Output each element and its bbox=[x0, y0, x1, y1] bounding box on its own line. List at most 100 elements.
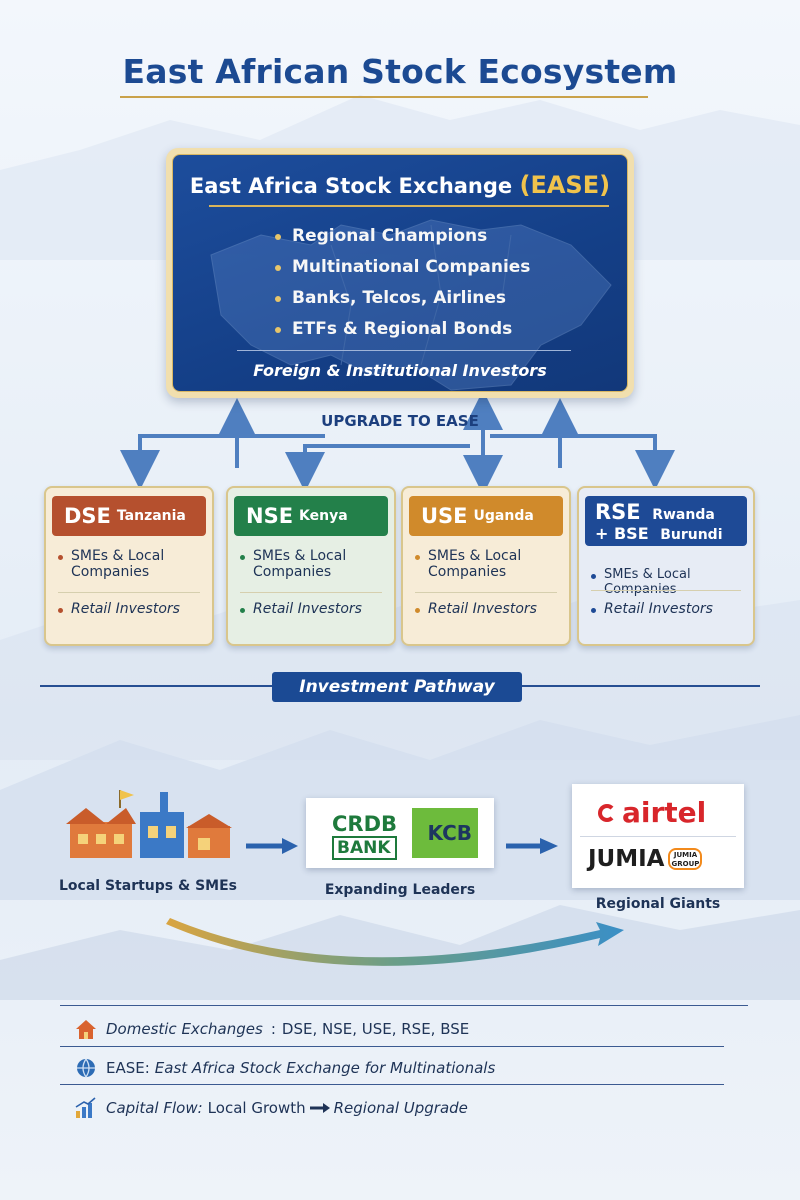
exchange-header: NSE Kenya bbox=[234, 496, 388, 536]
exchange-country: Rwanda bbox=[652, 506, 715, 523]
exchange-item: Retail Investors bbox=[240, 601, 362, 617]
legend-divider bbox=[60, 1084, 724, 1085]
exchange-item-label: SMEs & Local Companies bbox=[428, 548, 522, 580]
bullet-icon bbox=[275, 295, 281, 302]
exchange-country: Tanzania bbox=[116, 508, 186, 524]
ease-title-underline bbox=[209, 205, 609, 207]
legend-row-value: East Africa Stock Exchange for Multinati… bbox=[154, 1059, 496, 1077]
title-underline bbox=[120, 96, 648, 98]
exchange-card-dse: DSE Tanzania SMEs & Local Companies Reta… bbox=[44, 486, 214, 646]
legend-row-capital-flow: Capital Flow: Local Growth Regional Upgr… bbox=[74, 1097, 468, 1119]
stage-caption-giants: Regional Giants bbox=[595, 896, 721, 912]
exchange-card-nse: NSE Kenya SMEs & Local Companies Retail … bbox=[226, 486, 396, 646]
stage-caption-startups: Local Startups & SMEs bbox=[59, 878, 237, 894]
legend-row-label: EASE: bbox=[106, 1059, 150, 1077]
exchange-code: USE bbox=[421, 504, 468, 528]
ease-title: East Africa Stock Exchange (EASE) bbox=[173, 171, 627, 199]
bullet-icon bbox=[591, 608, 596, 613]
ease-item: Regional Champions bbox=[275, 221, 530, 252]
airtel-logo: airtel bbox=[598, 796, 706, 829]
exchange-header: USE Uganda bbox=[409, 496, 563, 536]
bullet-icon bbox=[415, 608, 420, 613]
bullet-icon bbox=[58, 555, 63, 560]
page-title: East African Stock Ecosystem bbox=[122, 52, 678, 91]
airtel-logo-text: airtel bbox=[622, 796, 707, 829]
crdb-logo-line2: BANK bbox=[332, 836, 398, 860]
arrow-right-icon bbox=[309, 1103, 330, 1113]
exchange-item: Retail Investors bbox=[58, 601, 180, 617]
exchange-item-label: SMEs & Local Companies bbox=[253, 548, 347, 580]
ease-item-list: Regional Champions Multinational Compani… bbox=[275, 221, 530, 345]
exchange-header: RSE Rwanda + BSE Burundi bbox=[585, 496, 747, 546]
exchange-card-use: USE Uganda SMEs & Local Companies Retail… bbox=[401, 486, 571, 646]
ease-item: ETFs & Regional Bonds bbox=[275, 314, 530, 345]
exchange-country: Uganda bbox=[473, 508, 534, 524]
kcb-logo-text: KCB bbox=[427, 821, 472, 845]
capital-flow-arrow bbox=[166, 918, 624, 966]
exchange-header: DSE Tanzania bbox=[52, 496, 206, 536]
legend-row-domestic: Domestic Exchanges : DSE, NSE, USE, RSE,… bbox=[74, 1018, 469, 1040]
bullet-icon bbox=[275, 264, 281, 271]
exchange-item: SMEs & Local Companies bbox=[58, 548, 178, 580]
exchange-code: NSE bbox=[246, 504, 294, 528]
legend-flow-to: Regional Upgrade bbox=[333, 1099, 468, 1117]
ease-item-label: Banks, Telcos, Airlines bbox=[292, 288, 507, 308]
ease-title-main: East Africa Stock Exchange bbox=[189, 174, 513, 198]
legend-colon: : bbox=[270, 1020, 276, 1038]
exchange-header-line-1: RSE Rwanda bbox=[595, 500, 715, 524]
house-icon bbox=[76, 1020, 96, 1039]
arrow-right-head bbox=[282, 838, 298, 854]
exchange-item-label: Retail Investors bbox=[428, 601, 537, 617]
exchange-code: RSE bbox=[595, 499, 641, 524]
ease-item-label: Regional Champions bbox=[292, 226, 488, 246]
ease-item-label: ETFs & Regional Bonds bbox=[292, 319, 513, 339]
expanding-leaders-logos: CRDB BANK KCB bbox=[306, 798, 494, 868]
crdb-logo: CRDB BANK bbox=[332, 812, 398, 860]
ease-title-accent: (EASE) bbox=[519, 171, 611, 199]
divider bbox=[580, 836, 736, 837]
exchange-item: SMEs & Local Companies bbox=[415, 548, 535, 580]
exchange-code-2: + BSE bbox=[595, 523, 649, 543]
bullet-icon bbox=[415, 555, 420, 560]
exchange-country-2: Burundi bbox=[660, 526, 723, 543]
bullet-icon bbox=[240, 608, 245, 613]
arrow-right-head bbox=[540, 838, 558, 854]
ease-panel: East Africa Stock Exchange (EASE) Region… bbox=[166, 148, 634, 398]
bullet-icon bbox=[58, 608, 63, 613]
upgrade-label: UPGRADE TO EASE bbox=[321, 412, 479, 430]
exchange-code: DSE bbox=[64, 504, 111, 528]
regional-giants-logos: airtel JUMIA JUMIA GROUP bbox=[572, 784, 744, 888]
exchange-item: SMEs & Local Companies bbox=[591, 567, 753, 597]
ease-investors: Foreign & Institutional Investors bbox=[253, 361, 547, 380]
factories-icon bbox=[66, 790, 232, 858]
globe-icon bbox=[77, 1058, 95, 1079]
bullet-icon bbox=[240, 555, 245, 560]
east-africa-map-icon bbox=[210, 219, 612, 391]
divider bbox=[58, 592, 200, 593]
divider bbox=[591, 590, 741, 591]
legend-row-label: Domestic Exchanges bbox=[106, 1020, 263, 1038]
jumia-badge-icon: JUMIA GROUP bbox=[668, 848, 703, 870]
growth-chart-icon bbox=[75, 1097, 96, 1118]
jumia-logo: JUMIA JUMIA GROUP bbox=[588, 846, 703, 872]
exchange-item-label: Retail Investors bbox=[604, 601, 713, 617]
bullet-icon bbox=[275, 233, 281, 240]
jumia-logo-text: JUMIA bbox=[588, 846, 665, 872]
exchange-item-label: Retail Investors bbox=[71, 601, 180, 617]
legend-row-ease: EASE: East Africa Stock Exchange for Mul… bbox=[74, 1057, 495, 1079]
ease-divider bbox=[237, 350, 571, 351]
ease-panel-body: East Africa Stock Exchange (EASE) Region… bbox=[172, 154, 628, 392]
bullet-icon bbox=[591, 574, 596, 579]
legend-row-label: Capital Flow: bbox=[106, 1099, 203, 1117]
crdb-logo-line1: CRDB bbox=[332, 812, 398, 836]
exchange-header-line-2: + BSE Burundi bbox=[595, 524, 723, 543]
exchange-item: Retail Investors bbox=[415, 601, 537, 617]
stage-caption-leaders: Expanding Leaders bbox=[324, 882, 476, 898]
exchange-item-label: Retail Investors bbox=[253, 601, 362, 617]
ease-item-label: Multinational Companies bbox=[292, 257, 531, 277]
legend-divider bbox=[60, 1046, 724, 1047]
ease-item: Multinational Companies bbox=[275, 252, 530, 283]
exchange-item: Retail Investors bbox=[591, 601, 713, 617]
